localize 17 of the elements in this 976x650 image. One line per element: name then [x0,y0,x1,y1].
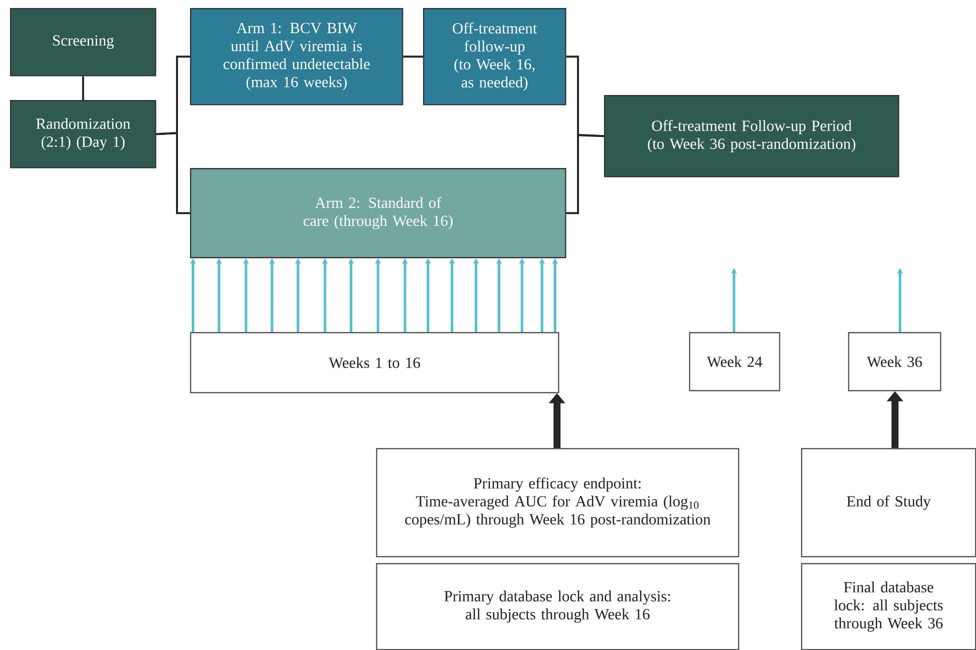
connector-line [156,132,190,214]
timeline-box: Week 24 [689,332,780,392]
analysis-box: Primary database lock and analysis: all subjects through Week 16 [376,563,740,650]
analysis-box: Final database lock: all subjects through Week 36 [801,563,976,650]
arm-box: Arm 1: BCV BIW until AdV viremia is confirmed undetectable (max 16 weeks) [190,8,404,106]
connector-line [566,134,604,214]
timeline-box: Weeks 1 to 16 [190,332,560,394]
arm-box: Arm 2: Standard of care (through Week 16) [190,168,566,258]
follow-up-box: Off-treatment Follow-up Period (to Week 36 post-randomization) [604,95,900,178]
timeline-box: Week 36 [848,332,942,392]
connector-line [82,76,84,100]
connector-line [403,56,423,58]
process-box: Randomization (2:1) (Day 1) [10,100,156,168]
endpoint-box: Primary efficacy endpoint: Time-averaged AUC for AdV viremia (log$_{10}$ copes/mL) through Week 16 post-randomization [376,448,740,558]
process-box: Screening [10,8,156,76]
follow-up-box: Off-treatment follow-up (to Week 16, as needed) [423,8,566,106]
endpoint-box: End of Study [801,448,976,558]
